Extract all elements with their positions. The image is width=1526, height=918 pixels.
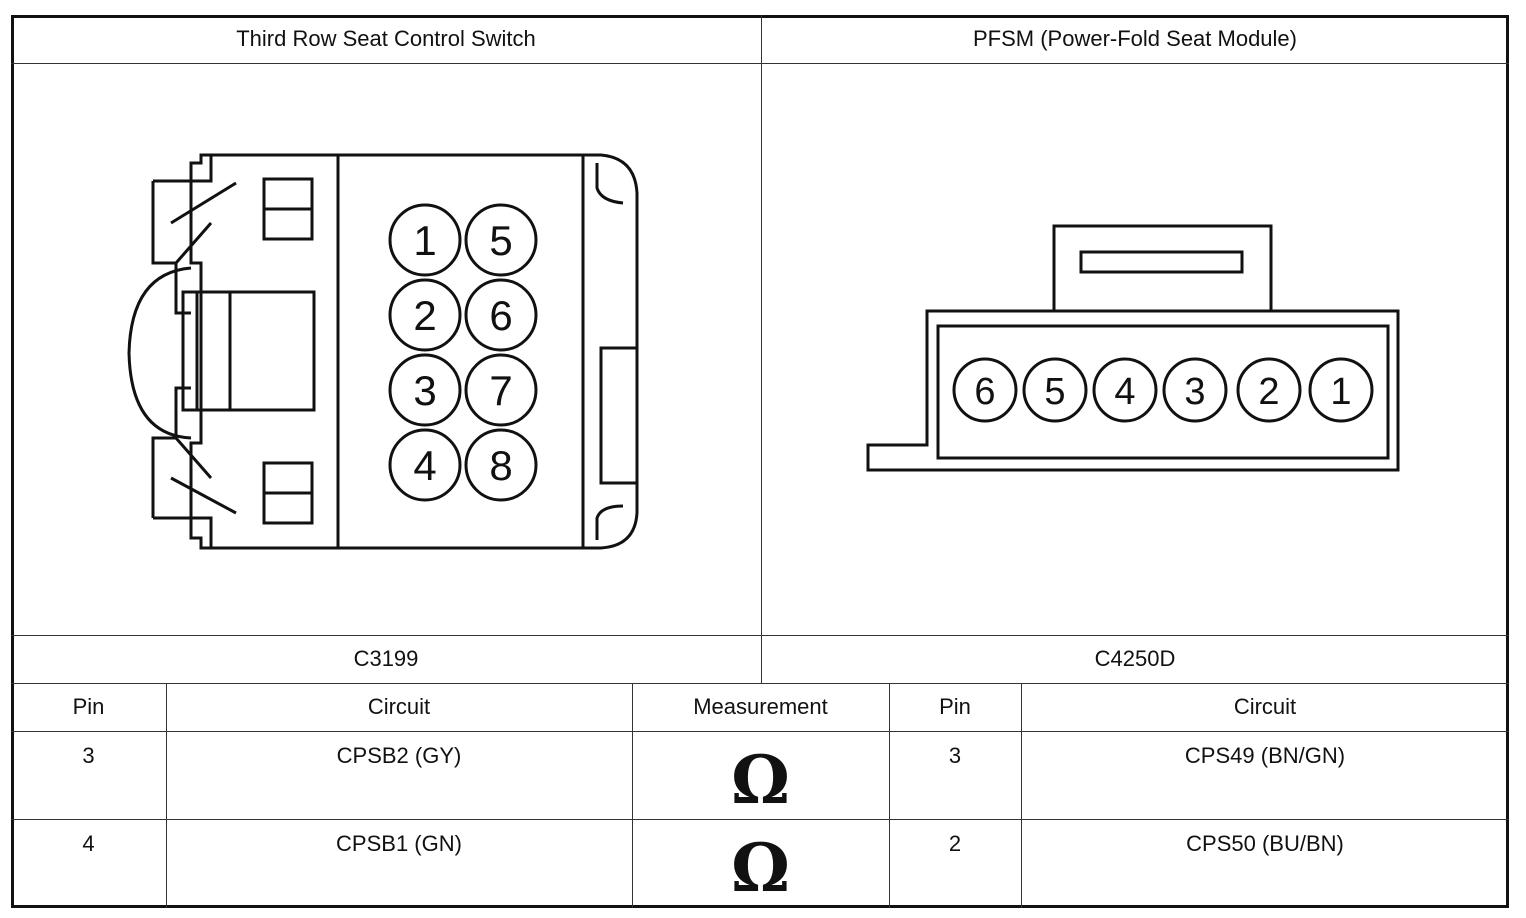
right-connector-id: C4250D — [1094, 646, 1176, 671]
pin-label: 8 — [489, 442, 512, 489]
c4250d-connector-face-view: 6 5 4 3 2 1 — [866, 224, 1400, 472]
pin-label: 5 — [1044, 371, 1065, 413]
pin-label: 4 — [413, 442, 436, 489]
column-header-circuit: Circuit — [1233, 694, 1297, 719]
column-header-pin: Pin — [939, 694, 971, 719]
table-cell-pin: 3 — [948, 743, 962, 768]
column-header-measurement: Measurement — [693, 694, 828, 719]
left-connector-title: Third Row Seat Control Switch — [236, 26, 536, 51]
pin-label: 2 — [1258, 371, 1279, 413]
divider — [761, 15, 762, 683]
table-cell-circuit: CPSB1 (GN) — [336, 831, 462, 856]
diagram-frame — [11, 15, 1509, 908]
divider — [11, 731, 1509, 732]
table-cell-circuit: CPSB2 (GY) — [336, 743, 462, 768]
right-connector-title: PFSM (Power-Fold Seat Module) — [973, 26, 1297, 51]
divider — [1021, 683, 1022, 908]
left-connector-id: C3199 — [353, 646, 419, 671]
column-header-circuit: Circuit — [367, 694, 431, 719]
pin-label: 6 — [974, 371, 995, 413]
divider — [889, 683, 890, 908]
divider — [11, 63, 1509, 64]
divider — [632, 683, 633, 908]
table-cell-circuit: CPS50 (BU/BN) — [1186, 831, 1344, 856]
divider — [166, 683, 167, 908]
pin-label: 3 — [413, 367, 436, 414]
table-cell-pin: 3 — [82, 743, 95, 768]
pin-label: 4 — [1114, 371, 1135, 413]
table-cell-pin: 4 — [82, 831, 95, 856]
table-cell-circuit: CPS49 (BN/GN) — [1184, 743, 1346, 768]
divider — [11, 683, 1509, 684]
divider — [11, 635, 1509, 636]
pin-label: 6 — [489, 292, 512, 339]
c3199-connector-face-view: 1 5 2 6 3 7 4 8 — [127, 153, 639, 550]
pin-label: 7 — [489, 367, 512, 414]
ohm-icon: Ω — [731, 829, 790, 907]
divider — [11, 819, 1509, 820]
pin-label: 2 — [413, 292, 436, 339]
pin-label: 5 — [489, 217, 512, 264]
table-cell-pin: 2 — [948, 831, 962, 856]
pin-label: 1 — [413, 217, 436, 264]
column-header-pin: Pin — [72, 694, 105, 719]
pin-label: 1 — [1330, 371, 1351, 413]
ohm-icon: Ω — [731, 741, 790, 819]
pin-label: 3 — [1184, 371, 1205, 413]
